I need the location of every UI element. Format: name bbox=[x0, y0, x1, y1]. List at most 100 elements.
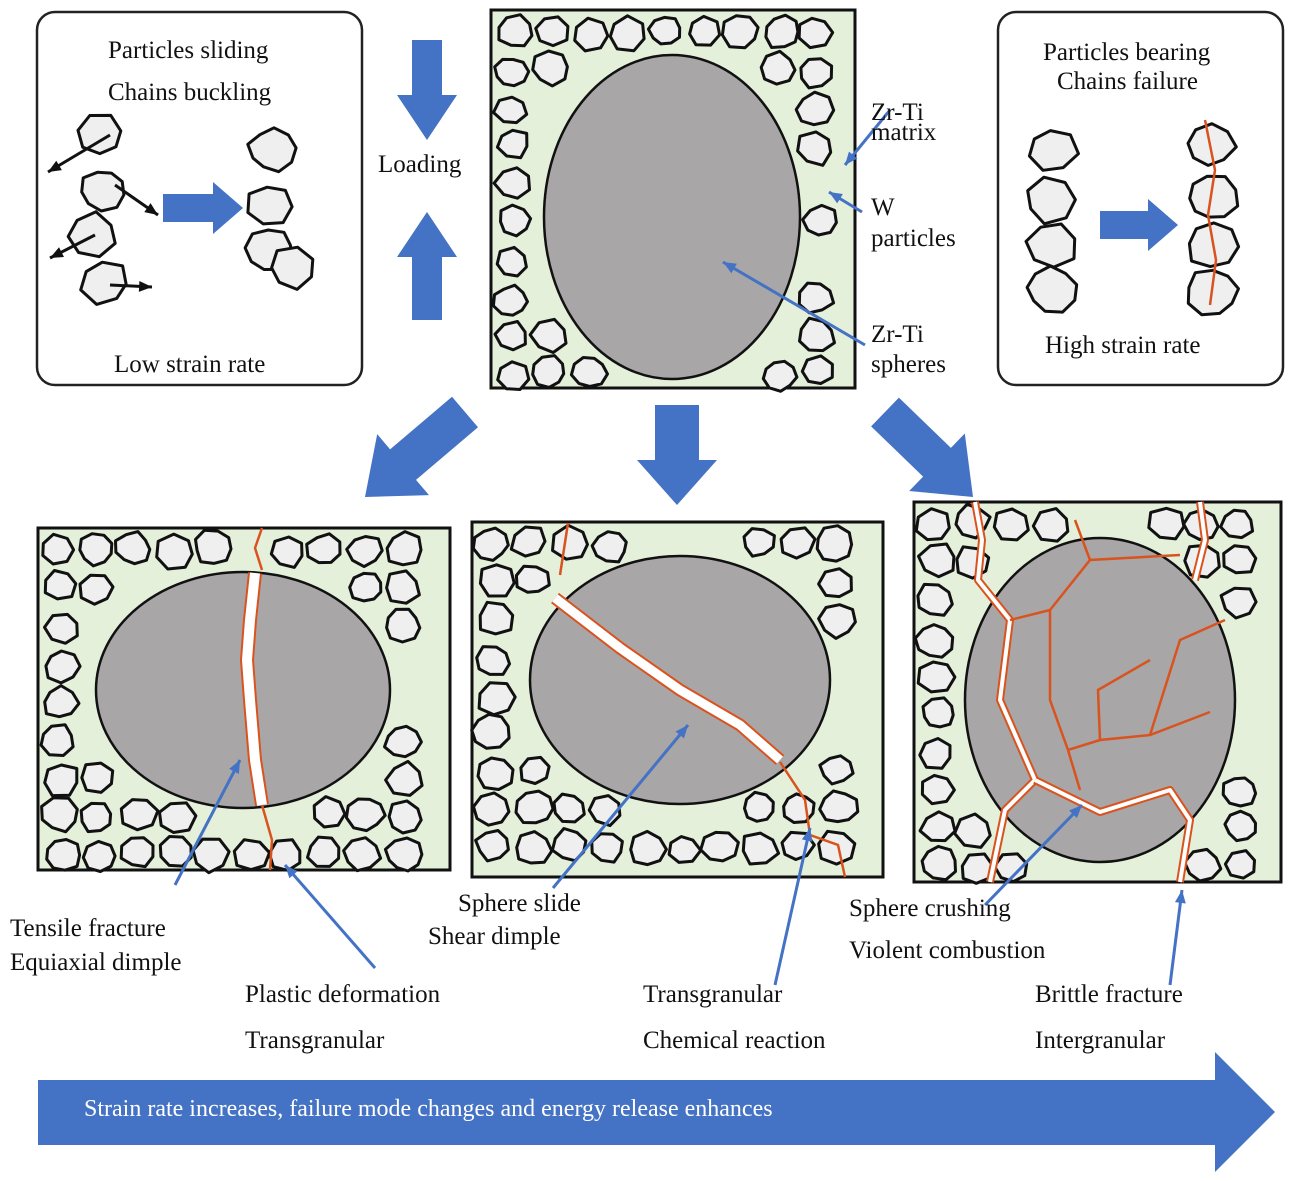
pointer-head bbox=[1174, 890, 1186, 904]
pointer-head bbox=[229, 760, 240, 774]
center-panel bbox=[489, 8, 857, 393]
crack-thin bbox=[558, 522, 570, 576]
label: Particles sliding bbox=[108, 37, 269, 64]
w-particle bbox=[913, 623, 955, 659]
label: Sphere slide bbox=[458, 890, 581, 917]
w-particle bbox=[495, 245, 528, 278]
w-particle bbox=[794, 90, 836, 127]
w-particle bbox=[914, 507, 951, 542]
w-particle bbox=[383, 724, 423, 759]
w-particle bbox=[646, 15, 682, 46]
w-particle bbox=[246, 185, 294, 226]
label: Plastic deformation bbox=[245, 981, 441, 1008]
w-particle bbox=[742, 527, 776, 558]
w-particle bbox=[799, 57, 834, 90]
label: Violent combustion bbox=[849, 937, 1046, 964]
label: Zr-Ti bbox=[871, 321, 924, 348]
zr-ti-sphere bbox=[542, 53, 802, 381]
w-particle bbox=[801, 203, 838, 237]
w-particle bbox=[342, 836, 383, 873]
w-particle bbox=[194, 528, 233, 565]
w-particle bbox=[478, 563, 516, 598]
w-particle bbox=[270, 245, 315, 291]
w-particle bbox=[573, 16, 610, 53]
w-particle bbox=[699, 830, 740, 863]
pointer-sphere bbox=[722, 260, 866, 347]
force-arrow-head bbox=[50, 247, 64, 258]
w-particle bbox=[514, 789, 555, 825]
w-particle bbox=[1186, 122, 1238, 167]
w-particle bbox=[191, 837, 231, 875]
w-particle bbox=[920, 844, 957, 882]
w-particle bbox=[818, 789, 860, 824]
loading-label: Loading bbox=[378, 151, 462, 178]
w-particle bbox=[1186, 268, 1240, 317]
w-particle bbox=[44, 649, 82, 685]
label: W bbox=[871, 194, 895, 221]
branch-arrow-middle bbox=[637, 405, 717, 505]
w-particle bbox=[741, 831, 781, 866]
w-particle bbox=[743, 790, 775, 823]
w-particle bbox=[920, 773, 956, 806]
w-particle bbox=[761, 359, 799, 393]
w-particle bbox=[531, 49, 569, 88]
w-particle bbox=[305, 532, 342, 565]
crack-intergranular-core bbox=[1034, 778, 1192, 883]
pointer-head bbox=[1069, 805, 1082, 819]
w-particle bbox=[797, 16, 835, 50]
w-particle bbox=[385, 607, 422, 644]
w-particle bbox=[39, 723, 75, 757]
strain-rate-arrow bbox=[38, 1052, 1275, 1172]
w-particle bbox=[1219, 586, 1258, 620]
w-particle bbox=[470, 712, 511, 750]
w-particle bbox=[312, 795, 347, 829]
w-particle bbox=[472, 791, 511, 827]
w-particle bbox=[344, 797, 387, 833]
label: Transgranular bbox=[245, 1027, 385, 1054]
label: Low strain rate bbox=[114, 351, 266, 378]
w-particle bbox=[491, 283, 529, 317]
w-particle bbox=[608, 14, 646, 53]
w-particle bbox=[993, 852, 1029, 884]
panel-slide bbox=[470, 520, 885, 879]
force-arrow-head bbox=[138, 280, 152, 292]
label: Transgranular bbox=[643, 981, 783, 1008]
crack-tensile-core bbox=[242, 572, 267, 806]
label: Zr-Ti bbox=[871, 99, 924, 126]
w-particle bbox=[499, 203, 533, 238]
w-particle bbox=[629, 829, 668, 867]
label: Intergranular bbox=[1035, 1027, 1166, 1054]
w-particle bbox=[476, 756, 515, 791]
w-particle bbox=[667, 835, 703, 864]
w-particle bbox=[80, 170, 126, 213]
w-particle bbox=[79, 801, 113, 834]
w-particle bbox=[78, 532, 114, 568]
w-particle bbox=[918, 737, 952, 770]
label: particles bbox=[871, 225, 956, 252]
w-particle bbox=[43, 569, 78, 601]
crack-thin bbox=[260, 804, 274, 871]
w-particle bbox=[916, 582, 954, 617]
w-particle bbox=[1026, 175, 1077, 226]
w-particle bbox=[345, 535, 384, 569]
pointer bbox=[1168, 889, 1184, 986]
loading-up-arrow bbox=[397, 212, 457, 320]
w-particle bbox=[45, 838, 82, 872]
w-particle bbox=[798, 316, 836, 353]
pointer bbox=[551, 724, 690, 889]
w-particle bbox=[917, 542, 956, 579]
w-particle bbox=[155, 532, 194, 571]
pointer bbox=[983, 803, 1084, 907]
w-particle bbox=[119, 836, 155, 869]
w-particle bbox=[306, 835, 341, 868]
force-arrow-head bbox=[144, 203, 158, 215]
w-particle bbox=[80, 761, 115, 794]
w-particle bbox=[531, 354, 566, 389]
w-particle bbox=[76, 113, 123, 156]
w-particle bbox=[79, 260, 128, 306]
w-particle bbox=[232, 838, 271, 872]
label: Shear dimple bbox=[428, 923, 561, 950]
label: Sphere crushing bbox=[849, 895, 1011, 922]
w-particle bbox=[383, 836, 424, 873]
w-particle bbox=[1147, 506, 1186, 541]
